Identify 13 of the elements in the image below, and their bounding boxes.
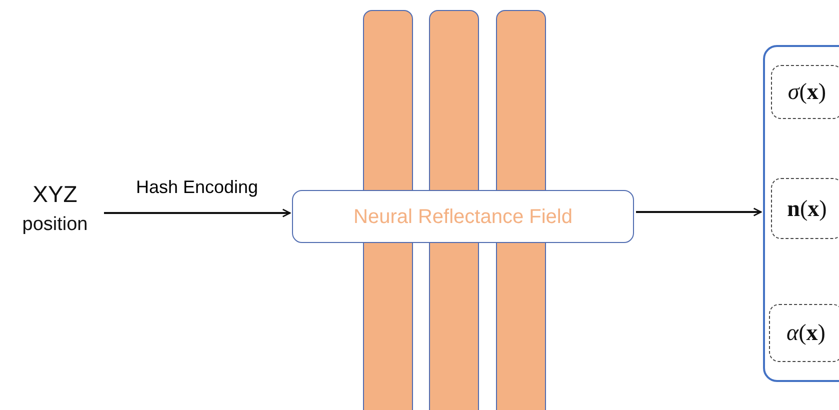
network-box xyxy=(292,190,634,243)
output-panel xyxy=(763,45,839,382)
input-title: XYZ xyxy=(32,180,78,209)
output-formula: n(x) xyxy=(787,196,827,222)
output-box xyxy=(769,304,839,362)
arrow xyxy=(104,208,291,218)
output-formula: σ(x) xyxy=(788,79,826,105)
output-box xyxy=(771,65,839,119)
output-box xyxy=(771,178,839,239)
output-formula: α(x) xyxy=(786,320,826,346)
arrow xyxy=(636,208,762,216)
input-subtitle: position xyxy=(22,212,88,237)
network-label: Neural Reflectance Field xyxy=(354,206,572,228)
